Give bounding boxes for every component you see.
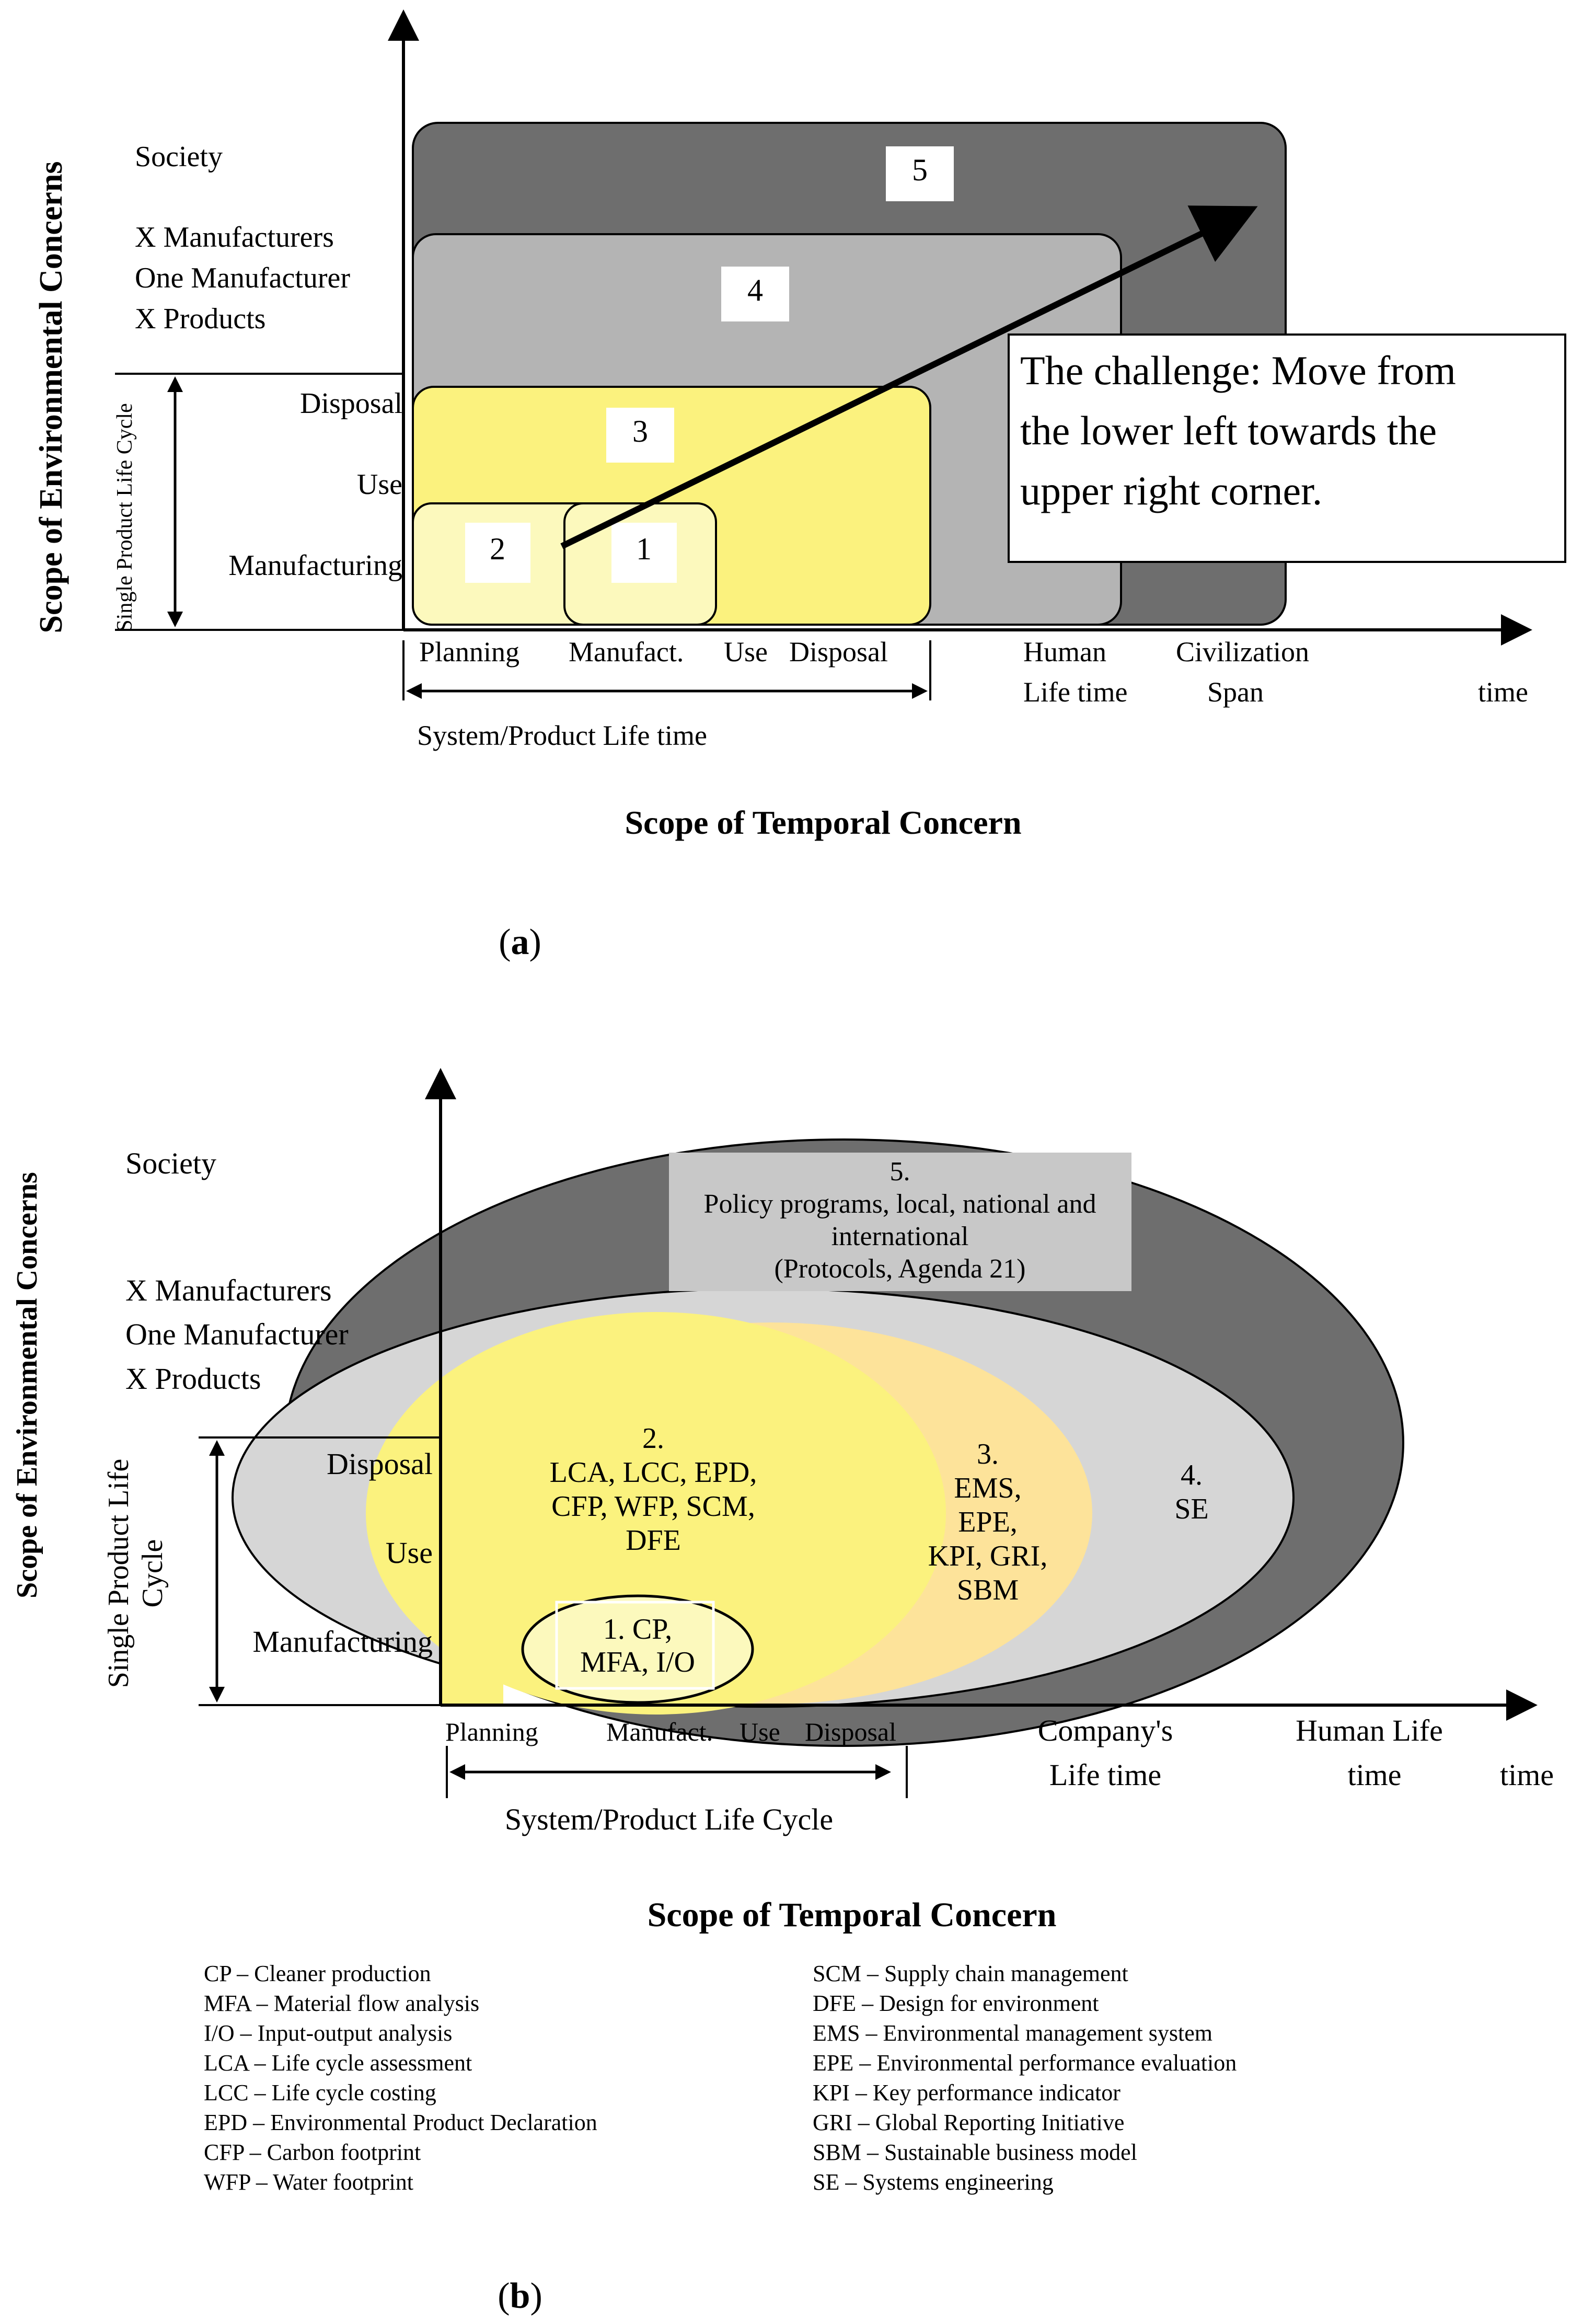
legend-item: SCM – Supply chain management	[813, 1961, 1128, 1986]
zone-2-label-2: LCA, LCC, EPD,	[550, 1456, 757, 1489]
caption-a: (a)	[499, 922, 541, 962]
challenge-arrow	[560, 205, 1258, 549]
y-label-use: Use	[357, 468, 402, 501]
x-label-b-company-2: Life time	[1049, 1758, 1161, 1792]
diagram-b: 5. Policy programs, local, national and …	[11, 1068, 1554, 2316]
y-axis-title-a: Scope of Environmental Concerns	[33, 161, 69, 633]
challenge-line-3: upper right corner.	[1020, 468, 1322, 513]
x-axis-title-a: Scope of Temporal Concern	[625, 804, 1021, 841]
y-label-x-manufacturers: X Manufacturers	[135, 221, 334, 254]
y-label-disposal: Disposal	[300, 387, 402, 420]
zone-5-label-3: international	[831, 1222, 969, 1251]
y-label-b-x-products: X Products	[125, 1362, 261, 1396]
x-label-b-planning: Planning	[445, 1717, 538, 1746]
legend-left: CP – Cleaner production MFA – Material f…	[204, 1961, 597, 2195]
x-label-disposal: Disposal	[789, 636, 888, 668]
caption-b: (b)	[498, 2276, 542, 2316]
zone-2-label-4: DFE	[626, 1524, 681, 1557]
legend-item: SE – Systems engineering	[813, 2169, 1054, 2195]
x-label-human-2: Life time	[1023, 676, 1127, 708]
legend-item: SBM – Sustainable business model	[813, 2139, 1137, 2165]
box-2-label: 2	[490, 532, 505, 566]
y-axis-title-b: Scope of Environmental Concerns	[11, 1172, 43, 1598]
x-label-b-company-1: Company's	[1038, 1713, 1173, 1747]
legend-item: EMS – Environmental management system	[813, 2020, 1212, 2046]
y-label-manufacturing: Manufacturing	[228, 549, 402, 582]
y-label-one-manufacturer: One Manufacturer	[135, 262, 350, 294]
x-label-b-disposal: Disposal	[805, 1717, 896, 1746]
legend-item: CP – Cleaner production	[204, 1961, 431, 1986]
zone-3-label-5: SBM	[957, 1574, 1019, 1606]
legend-item: I/O – Input-output analysis	[204, 2020, 452, 2046]
zone-1-label-1: 1. CP,	[603, 1613, 672, 1646]
y-label-b-disposal: Disposal	[327, 1447, 433, 1481]
legend-item: LCA – Life cycle assessment	[204, 2050, 472, 2076]
x-label-b-time: time	[1500, 1758, 1554, 1792]
zone-4-label-1: 4.	[1181, 1459, 1203, 1491]
legend-item: EPE – Environmental performance evaluati…	[813, 2050, 1237, 2076]
legend-item: GRI – Global Reporting Initiative	[813, 2110, 1124, 2135]
zone-3-label-4: KPI, GRI,	[928, 1540, 1048, 1572]
x-label-planning: Planning	[419, 636, 519, 668]
single-life-cycle-label-a: Single Product Life Cycle	[113, 403, 137, 631]
y-label-b-x-manufacturers: X Manufacturers	[125, 1273, 332, 1307]
y-label-b-society: Society	[125, 1146, 216, 1180]
y-label-b-manufacturing: Manufacturing	[252, 1625, 433, 1659]
legend-item: EPD – Environmental Product Declaration	[204, 2110, 597, 2135]
span-label-b: System/Product Life Cycle	[505, 1802, 833, 1836]
y-label-b-use: Use	[386, 1536, 433, 1570]
legend-item: LCC – Life cycle costing	[204, 2080, 436, 2106]
legend-item: KPI – Key performance indicator	[813, 2080, 1121, 2106]
zone-5-label-4: (Protocols, Agenda 21)	[775, 1254, 1026, 1284]
span-label-a: System/Product Life time	[417, 720, 707, 751]
legend-item: DFE – Design for environment	[813, 1991, 1099, 2016]
x-label-manufact: Manufact.	[569, 636, 684, 668]
zone-5-label-box	[669, 1153, 1131, 1291]
legend-right: SCM – Supply chain management DFE – Desi…	[813, 1961, 1237, 2195]
x-label-human-1: Human	[1023, 636, 1106, 668]
x-label-b-manufact: Manufact.	[606, 1717, 713, 1746]
x-label-use: Use	[724, 636, 768, 668]
box-1-label: 1	[636, 532, 652, 566]
zone-2-label-3: CFP, WFP, SCM,	[551, 1490, 755, 1523]
x-label-b-human-1: Human Life	[1296, 1713, 1443, 1747]
x-label-b-use: Use	[740, 1717, 780, 1746]
single-life-cycle-label-b-2: Cycle	[136, 1539, 169, 1608]
y-label-society: Society	[135, 141, 223, 173]
challenge-line-2: the lower left towards the	[1020, 408, 1437, 453]
legend-item: MFA – Material flow analysis	[204, 1991, 479, 2016]
legend-item: WFP – Water footprint	[204, 2169, 413, 2195]
box-3-label: 3	[632, 414, 648, 448]
x-label-b-human-2: time	[1347, 1758, 1401, 1792]
zone-2-ellipse	[366, 1312, 946, 1715]
zone-1-ellipse	[521, 1594, 754, 1704]
zone-2-label-1: 2.	[642, 1422, 664, 1455]
box-5-label: 5	[912, 153, 928, 187]
challenge-line-1: The challenge: Move from	[1020, 348, 1456, 393]
zone-3-label-2: EMS,	[954, 1472, 1021, 1504]
diagram-a: 5 4 3 2 1 Scope of Environmental Concern…	[33, 9, 1566, 962]
x-axis-title-b: Scope of Temporal Concern	[648, 1896, 1057, 1934]
y-label-b-one-manufacturer: One Manufacturer	[125, 1317, 349, 1351]
zone-3-label-3: EPE,	[958, 1506, 1018, 1538]
challenge-box	[1008, 333, 1566, 563]
x-label-time-a: time	[1478, 676, 1528, 708]
box-4-label: 4	[747, 273, 763, 307]
zone-3-label-1: 3.	[977, 1438, 999, 1470]
zone-5-label-2: Policy programs, local, national and	[704, 1189, 1096, 1219]
zone-1-label-2: MFA, I/O	[580, 1646, 695, 1678]
zone-5-label-1: 5.	[890, 1157, 910, 1187]
x-label-civ-1: Civilization	[1176, 636, 1309, 668]
x-label-civ-2: Span	[1207, 676, 1264, 708]
y-label-x-products: X Products	[135, 303, 265, 335]
legend-item: CFP – Carbon footprint	[204, 2139, 421, 2165]
zone-4-label-2: SE	[1174, 1493, 1208, 1525]
single-life-cycle-label-b-1: Single Product Life	[102, 1459, 135, 1688]
